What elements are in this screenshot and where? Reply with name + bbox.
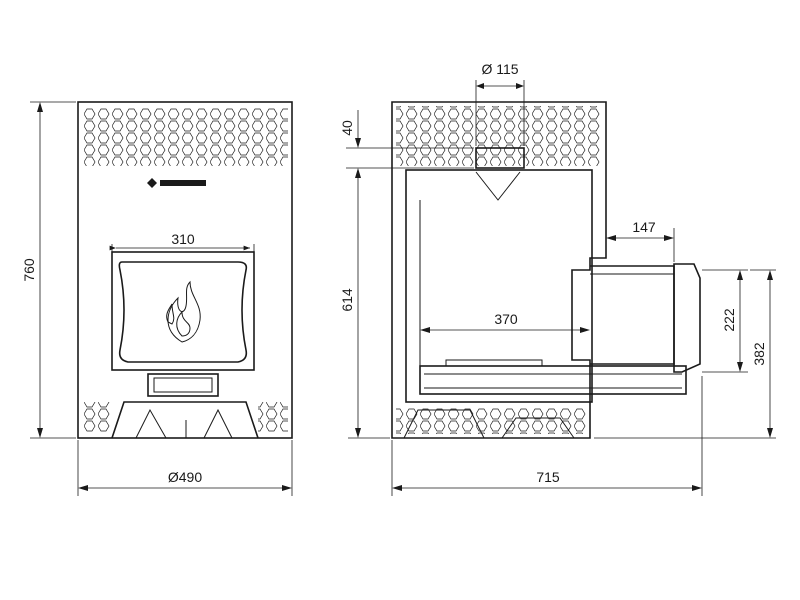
door-side-profile [673, 263, 701, 373]
front-door [118, 261, 248, 363]
front-body-outline [77, 101, 293, 439]
dimension-label-370: 370 [494, 311, 518, 327]
dimension-front-width: Ø490 [77, 440, 293, 496]
dimension-label-382: 382 [751, 342, 767, 366]
dimension-flue-diameter: Ø 115 [475, 61, 525, 146]
firebox-chamber [405, 169, 593, 403]
brand-logo-icon [147, 178, 206, 188]
front-view: 310 760 Ø490 [21, 101, 293, 496]
front-bottom-left-honeycomb [82, 402, 112, 432]
ash-drawer [147, 373, 219, 397]
ash-drawer-side [419, 365, 687, 395]
dimension-total-depth: 715 [391, 376, 703, 496]
side-view: Ø 115 40 614 147 [339, 61, 776, 496]
dimension-door-width: 310 [109, 231, 255, 252]
front-base-detail [135, 408, 233, 439]
dimension-label-614: 614 [339, 288, 355, 312]
dimension-front-height: 760 [21, 101, 76, 439]
front-door-frame [111, 251, 255, 371]
front-bottom-right-honeycomb [258, 402, 288, 432]
dimension-label-310: 310 [171, 231, 195, 247]
dimension-label-490: Ø490 [168, 469, 202, 485]
side-base-detail [403, 409, 575, 439]
front-base [111, 401, 259, 439]
dimension-label-115: Ø 115 [481, 61, 518, 77]
deflector [475, 171, 521, 201]
dimension-tunnel-elevation: 382 [594, 269, 776, 439]
grate [445, 359, 543, 367]
dimension-label-715: 715 [536, 469, 560, 485]
dimension-tunnel-offset: 147 [606, 219, 675, 262]
dimension-label-147: 147 [632, 219, 656, 235]
flame-icon [166, 280, 201, 343]
side-top-honeycomb [396, 106, 602, 166]
flue-collar [475, 147, 525, 169]
dimension-tunnel-depth: 370 [420, 311, 590, 333]
dimension-top-offset: 40 [339, 110, 474, 169]
side-bottom-honeycomb [396, 408, 586, 434]
dimension-label-40: 40 [339, 120, 355, 136]
side-body-outline [391, 101, 607, 439]
front-top-honeycomb [82, 108, 288, 166]
dimension-chamber-height: 614 [339, 168, 390, 439]
dimension-tunnel-height: 222 [702, 269, 748, 373]
dimension-label-760: 760 [21, 258, 37, 282]
ash-drawer-handle [153, 377, 213, 393]
dimension-label-222: 222 [721, 308, 737, 332]
feeding-tunnel [590, 265, 675, 365]
